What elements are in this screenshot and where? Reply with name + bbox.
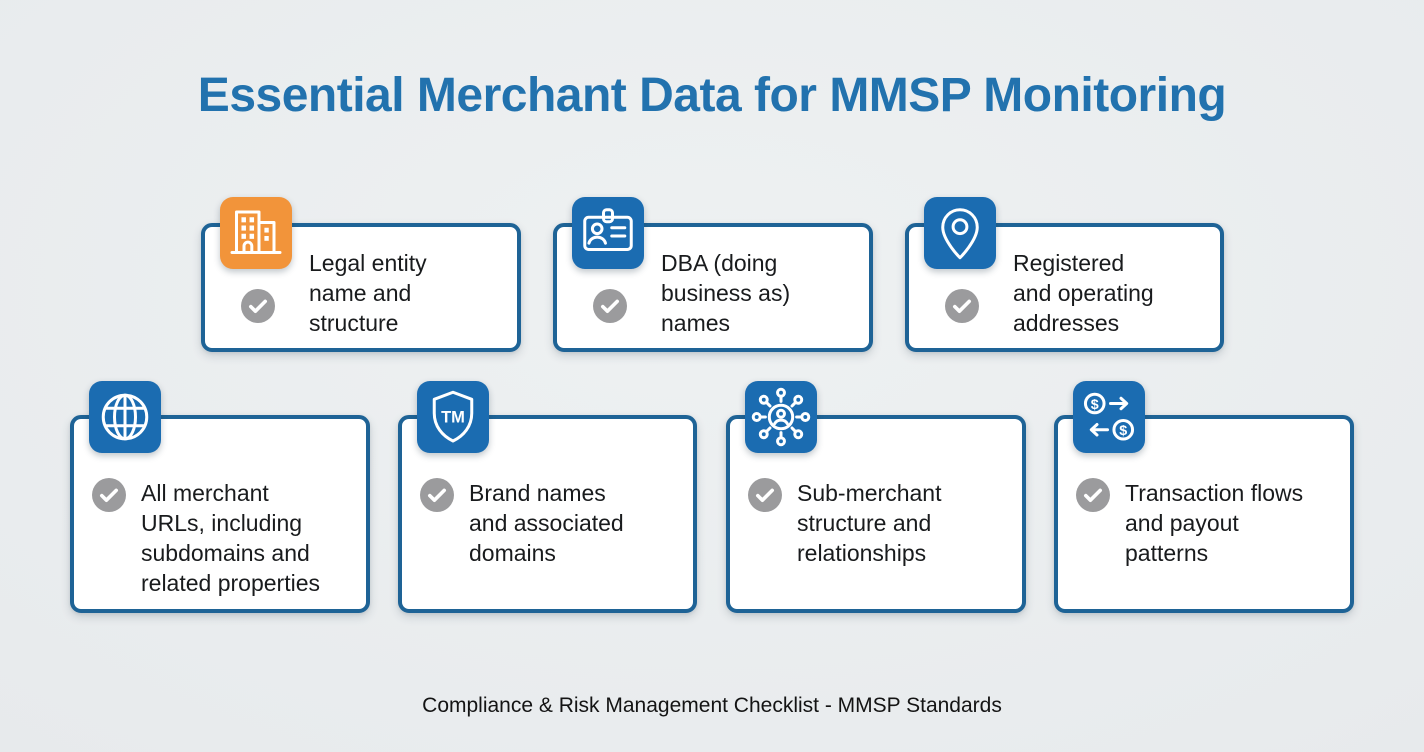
building-icon xyxy=(220,197,292,269)
money-transfer-icon: $ $ xyxy=(1073,381,1145,453)
svg-text:$: $ xyxy=(1119,423,1127,439)
card-label: DBA (doing business as) names xyxy=(661,250,791,336)
check-icon xyxy=(420,478,454,512)
card-registered-addresses: Registered and operating addresses xyxy=(905,197,1224,352)
card-label: Brand names and associated domains xyxy=(469,480,624,566)
check-icon xyxy=(1076,478,1110,512)
card-sub-merchant-structure: Sub-merchant structure and relationships xyxy=(726,381,1026,613)
check-icon xyxy=(593,289,627,323)
card-dba-names: DBA (doing business as) names xyxy=(553,197,873,352)
card-label: Legal entity name and structure xyxy=(309,250,427,336)
card-label: Registered and operating addresses xyxy=(1013,250,1154,336)
check-icon xyxy=(945,289,979,323)
card-legal-entity: Legal entity name and structure xyxy=(201,197,521,352)
card-label: All merchant URLs, including subdomains … xyxy=(141,480,320,596)
footer-caption: Compliance & Risk Management Checklist -… xyxy=(422,694,1002,717)
check-icon xyxy=(241,289,275,323)
card-label: Transaction flows and payout patterns xyxy=(1125,480,1304,566)
svg-text:TM: TM xyxy=(441,408,465,426)
svg-text:$: $ xyxy=(1091,397,1099,413)
card-brand-names: TM Brand names and associated domains xyxy=(398,381,697,613)
id-badge-icon xyxy=(572,197,644,269)
card-merchant-urls: All merchant URLs, including subdomains … xyxy=(70,381,370,613)
network-icon xyxy=(745,381,817,453)
check-icon xyxy=(748,478,782,512)
card-transaction-flows: $ $ Transaction flows and payout pattern… xyxy=(1054,381,1354,613)
globe-icon xyxy=(89,381,161,453)
card-label: Sub-merchant structure and relationships xyxy=(797,480,942,566)
shield-trademark-icon: TM xyxy=(417,381,489,453)
page-title: Essential Merchant Data for MMSP Monitor… xyxy=(197,69,1227,122)
location-pin-icon xyxy=(924,197,996,269)
check-icon xyxy=(92,478,126,512)
